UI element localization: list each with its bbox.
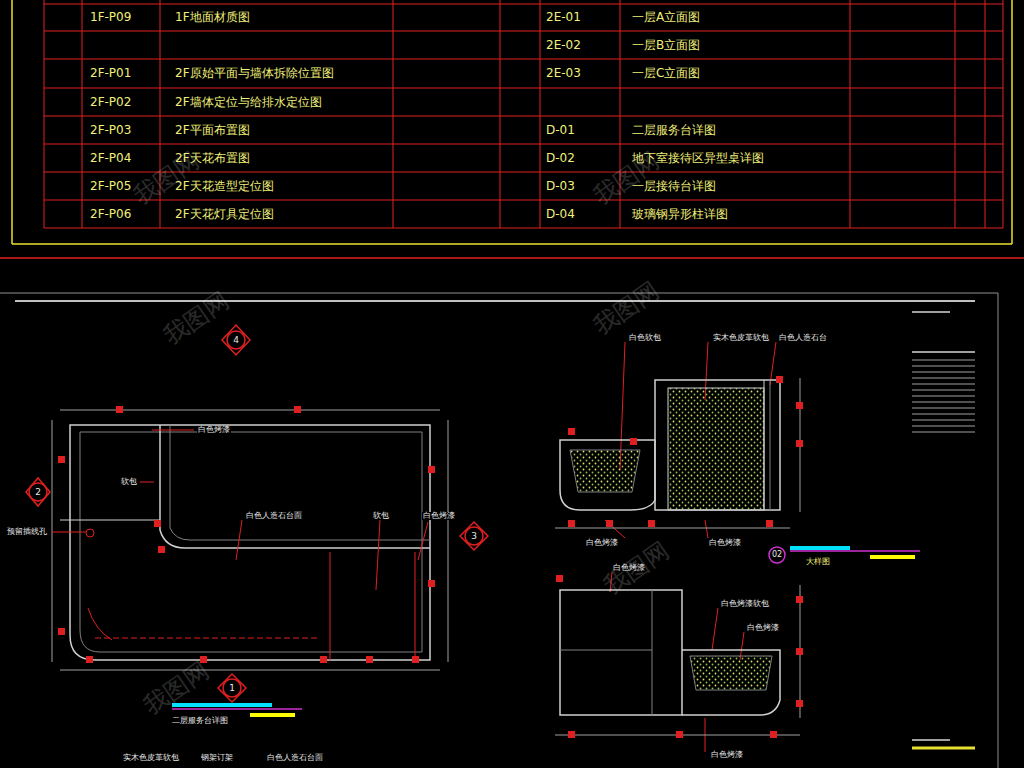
material-note: 实木色皮革软包 <box>122 754 180 762</box>
sheet-code: 2F-P02 <box>90 96 131 108</box>
material-note: 软包 <box>372 512 390 520</box>
material-note: 白色软包 <box>628 334 662 342</box>
notes-block <box>912 312 975 748</box>
callout-number: 1 <box>229 684 235 693</box>
index-table-grid <box>44 0 1003 228</box>
sheet-title: 一层接待台详图 <box>632 180 716 192</box>
sheet-title: 2F天花灯具定位图 <box>175 208 274 220</box>
material-note: 实木色皮革软包 <box>712 334 770 342</box>
sheet-title: 玻璃钢异形柱详图 <box>632 208 728 220</box>
callout-symbols <box>26 325 785 702</box>
sheet-title: 一层A立面图 <box>632 11 700 23</box>
sheet-title: 一层C立面图 <box>632 67 700 79</box>
sheet-code: 2F-P04 <box>90 152 131 164</box>
callout-number: 2 <box>35 488 41 497</box>
section-upper <box>555 378 800 528</box>
dimension-ticks <box>556 575 803 738</box>
sheet-code: 2F-P03 <box>90 124 131 136</box>
sheet-title: 2F原始平面与墙体拆除位置图 <box>175 67 334 79</box>
watermark: 我图网 <box>160 288 233 349</box>
callout-number: 02 <box>772 551 782 559</box>
sheet-code: 2E-02 <box>546 39 581 51</box>
material-note: 白色烤漆 <box>746 624 780 632</box>
material-note: 白色烤漆 <box>197 426 231 434</box>
material-note: 白色烤漆 <box>422 512 456 520</box>
material-note: 白色烤漆 <box>710 751 744 759</box>
material-note: 白色烤漆 <box>585 539 619 547</box>
sheet-title: 一层B立面图 <box>632 39 700 51</box>
material-note: 白色人造石台面 <box>245 512 303 520</box>
sheet-frame <box>12 0 1012 244</box>
sheet-code: 1F-P09 <box>90 11 131 23</box>
watermark: 我图网 <box>590 148 663 209</box>
title-bars <box>172 546 920 717</box>
sheet-code: D-04 <box>546 208 575 220</box>
sheet-code: D-02 <box>546 152 575 164</box>
sheet-code: 2F-P05 <box>90 180 131 192</box>
divider <box>0 257 1024 259</box>
drawing-title: 二层服务台详图 <box>172 717 228 725</box>
sheet-code: D-03 <box>546 180 575 192</box>
sheet-title: 二层服务台详图 <box>632 124 716 136</box>
sheet-code: D-01 <box>546 124 575 136</box>
material-note: 白色人造石台 <box>778 334 828 342</box>
leader-lines <box>52 342 776 752</box>
sheet-code: 2E-01 <box>546 11 581 23</box>
sheet-code: 2F-P01 <box>90 67 131 79</box>
dimension-ticks <box>58 406 435 663</box>
watermark: 我图网 <box>590 278 663 339</box>
drawing-frame <box>0 293 998 768</box>
material-note: 白色人造石台面 <box>266 754 324 762</box>
drawing-title: 大样图 <box>806 558 830 566</box>
sheet-title: 2F墙体定位与给排水定位图 <box>175 96 322 108</box>
callout-number: 4 <box>233 336 239 345</box>
material-note: 软包 <box>120 478 138 486</box>
sheet-title: 1F地面材质图 <box>175 11 250 23</box>
dimension-ticks <box>568 376 803 527</box>
sheet-title: 2F天花造型定位图 <box>175 180 274 192</box>
counter-plan <box>52 410 448 670</box>
sheet-code: 2F-P06 <box>90 208 131 220</box>
material-note: 白色烤漆软包 <box>720 600 770 608</box>
sheet-code: 2E-03 <box>546 67 581 79</box>
material-note: 白色烤漆 <box>708 539 742 547</box>
watermark: 我图网 <box>130 148 203 209</box>
sheet-title: 2F平面布置图 <box>175 124 250 136</box>
material-note: 预留插线孔 <box>6 528 48 536</box>
callout-number: 3 <box>471 532 477 541</box>
material-note: 钢架订架 <box>200 754 234 762</box>
section-lower <box>555 585 800 735</box>
watermark: 我图网 <box>140 658 213 719</box>
